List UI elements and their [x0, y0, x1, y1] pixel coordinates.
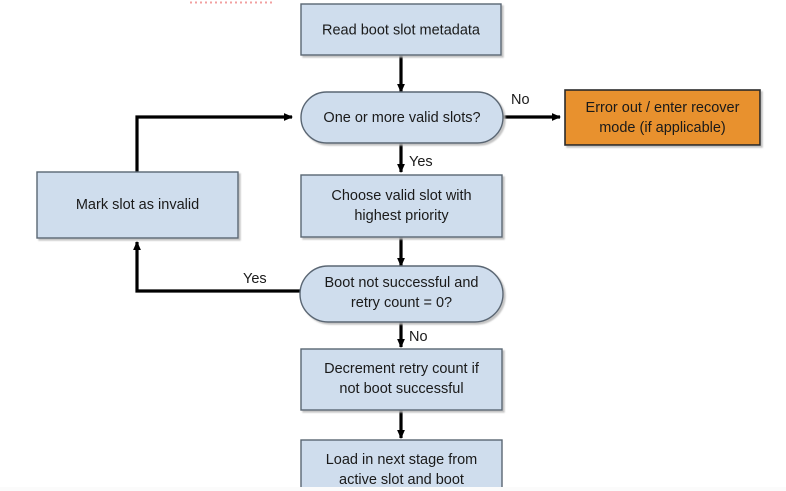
node-label: Mark slot as invalid: [76, 197, 199, 213]
node-label-line2: not boot successful: [339, 381, 463, 397]
connectors: [133, 55, 561, 439]
node-label-line1: Load in next stage from: [326, 452, 478, 468]
node-label: Read boot slot metadata: [322, 22, 481, 38]
node-shape-process: [300, 3, 502, 56]
node-mark-slot-as-invalid[interactable]: Mark slot as invalid: [36, 171, 239, 239]
node-label-line2: retry count = 0?: [351, 295, 452, 311]
node-label: One or more valid slots?: [323, 110, 480, 126]
viewport-bottom-strip: [0, 487, 786, 491]
node-choose-valid-slot-with-highest-priority[interactable]: Choose valid slot with highest priority: [300, 174, 503, 238]
node-one-or-more-valid-slots[interactable]: One or more valid slots?: [300, 91, 504, 144]
node-read-boot-slot-metadata[interactable]: Read boot slot metadata: [300, 3, 502, 56]
edge-label-valid-slots-no: No: [511, 92, 530, 108]
node-shape-error: [564, 89, 761, 146]
edge-mark-invalid-to-valid-slots: [135, 113, 293, 172]
node-shape-decision: [299, 265, 504, 323]
node-shape-process: [36, 171, 239, 239]
node-label-line1: Error out / enter recover: [586, 100, 740, 116]
node-decrement-retry-count-if-not-boot-successful[interactable]: Decrement retry count if not boot succes…: [300, 348, 503, 411]
node-label-line1: Decrement retry count if: [324, 361, 480, 377]
node-shape-decision: [300, 91, 504, 144]
edge-label-valid-slots-yes: Yes: [409, 154, 433, 170]
node-shape-process: [300, 348, 503, 411]
edge-retry-yes-to-mark-invalid: [133, 241, 300, 293]
edge-label-retry-yes: Yes: [243, 271, 267, 287]
node-boot-not-successful-and-retry-count-zero[interactable]: Boot not successful and retry count = 0?: [299, 265, 504, 323]
node-error-out-enter-recover-mode[interactable]: Error out / enter recover mode (if appli…: [564, 89, 761, 146]
node-shape-process: [300, 439, 503, 491]
node-label-line2: highest priority: [354, 208, 449, 224]
node-label-line2: active slot and boot: [339, 472, 464, 488]
node-shape-process: [300, 174, 503, 238]
edge-label-retry-no: No: [409, 329, 428, 345]
node-label-line2: mode (if applicable): [599, 120, 726, 136]
node-label-line1: Choose valid slot with: [331, 188, 471, 204]
node-load-in-next-stage-from-active-slot-and-boot[interactable]: Load in next stage from active slot and …: [300, 439, 503, 491]
node-label-line1: Boot not successful and: [325, 275, 479, 291]
